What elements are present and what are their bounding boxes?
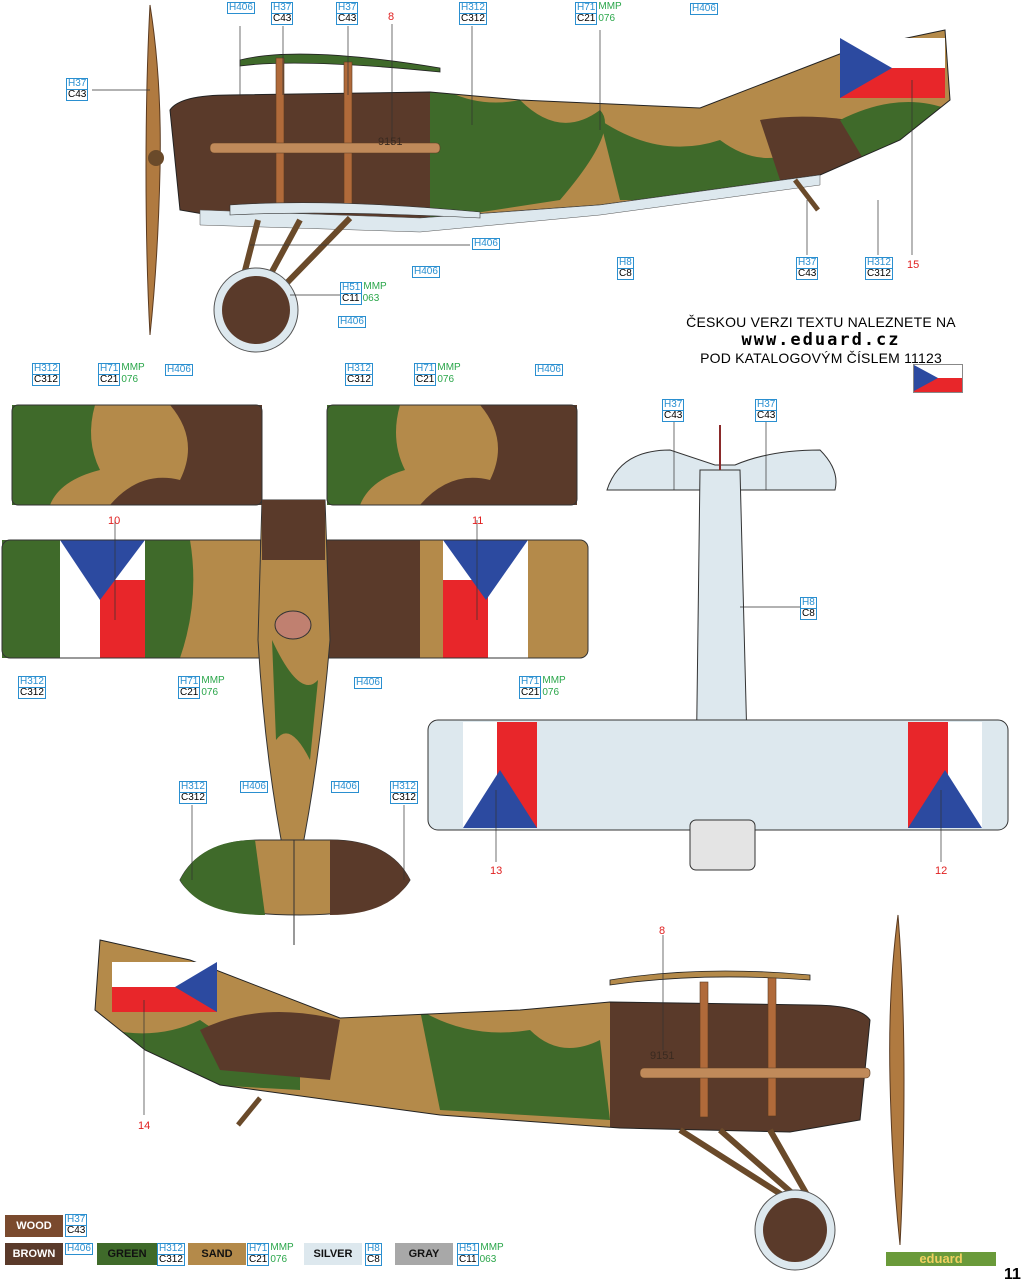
note-line-3: POD KATALOGOVÝM ČÍSLEM 11123 [700,350,942,366]
callout-box: H406 [331,781,359,793]
language-note: ČESKOU VERZI TEXTU NALEZNETE NA www.edua… [676,314,966,366]
legend-swatch-brown: BROWN [5,1243,63,1265]
legend-code: H406 [65,1243,93,1255]
callout-box: H406 [165,364,193,376]
side-view-right [145,4,951,353]
legend-swatch-sand: SAND [188,1243,246,1265]
marking-number: 12 [935,865,948,877]
marking-number: 15 [907,259,920,271]
marking-number: 11 [472,515,484,527]
callout-box: H406 [338,316,366,328]
serial-number-right: 9151 [378,136,403,148]
marking-number: 8 [388,11,395,23]
marking-number: 8 [659,925,666,937]
callout-box: H406 [472,238,500,250]
page-number: 11 [1004,1266,1021,1283]
legend-swatch-wood: WOOD [5,1215,63,1237]
bottom-view [427,425,1009,871]
marking-number: 10 [108,515,121,527]
callout-box: H406 [412,266,440,278]
propeller [145,4,161,336]
czech-flag [913,364,963,393]
propeller-left [889,914,905,1246]
callout-box: H406 [690,3,718,15]
legend-swatch-green: GREEN [97,1243,157,1265]
serial-number-left: 9151 [650,1050,675,1062]
callout-box: H406 [354,677,382,689]
website-link[interactable]: www.eduard.cz [741,330,901,350]
callout-box: H406 [227,2,255,14]
eduard-logo: eduard [886,1252,996,1266]
callout-box: H406 [240,781,268,793]
callout-box: H406 [535,364,563,376]
marking-number: 13 [490,865,503,877]
note-line-1: ČESKOU VERZI TEXTU NALEZNETE NA [686,314,956,330]
top-view [1,404,589,945]
legend-swatch-silver: SILVER [304,1243,362,1265]
legend-swatch-gray: GRAY [395,1243,453,1265]
marking-number: 14 [138,1120,151,1132]
leader-lines [92,24,942,1115]
